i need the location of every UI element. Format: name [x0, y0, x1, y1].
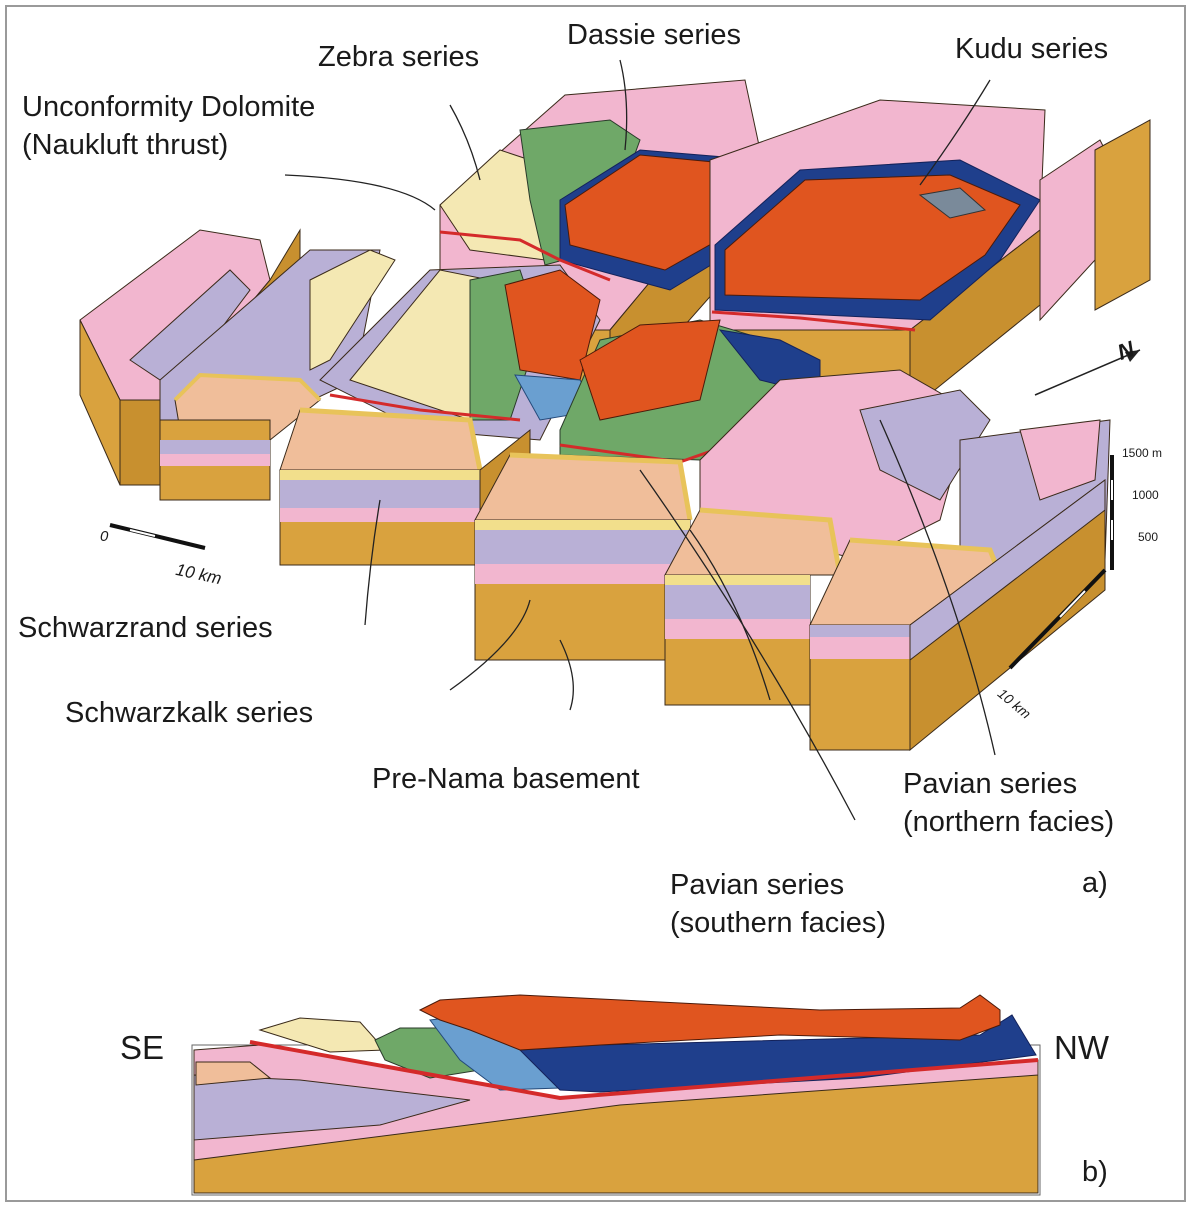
panel-b-label: b)	[1082, 1155, 1108, 1190]
cross-section-left-end: SE	[120, 1030, 164, 1065]
label-schwarzrand-series: Schwarzrand series	[18, 611, 273, 646]
label-schwarzkalk-series: Schwarzkalk series	[65, 696, 313, 731]
label-pavian-south-line2: (southern facies)	[670, 906, 886, 941]
cross-section-right-end: NW	[1054, 1030, 1109, 1065]
scale-zero-label: 0	[100, 528, 108, 545]
cross-section-b	[192, 995, 1040, 1195]
vertical-scale-1000: 1000	[1132, 488, 1159, 502]
label-unconformity-line2: (Naukluft thrust)	[22, 128, 228, 163]
label-pavian-north-line2: (northern facies)	[903, 805, 1114, 840]
label-pavian-north-line1: Pavian series	[903, 767, 1077, 802]
label-dassie-series: Dassie series	[567, 18, 741, 53]
vertical-scale-1500: 1500 m	[1122, 446, 1162, 460]
panel-a-label: a)	[1082, 866, 1108, 901]
vertical-scale-500: 500	[1138, 530, 1158, 544]
label-pre-nama-basement: Pre-Nama basement	[372, 762, 640, 797]
label-kudu-series: Kudu series	[955, 32, 1108, 67]
label-zebra-series: Zebra series	[318, 40, 479, 75]
block-front-2	[475, 455, 690, 660]
label-pavian-south-line1: Pavian series	[670, 868, 844, 903]
label-unconformity-line1: Unconformity Dolomite	[22, 90, 315, 125]
